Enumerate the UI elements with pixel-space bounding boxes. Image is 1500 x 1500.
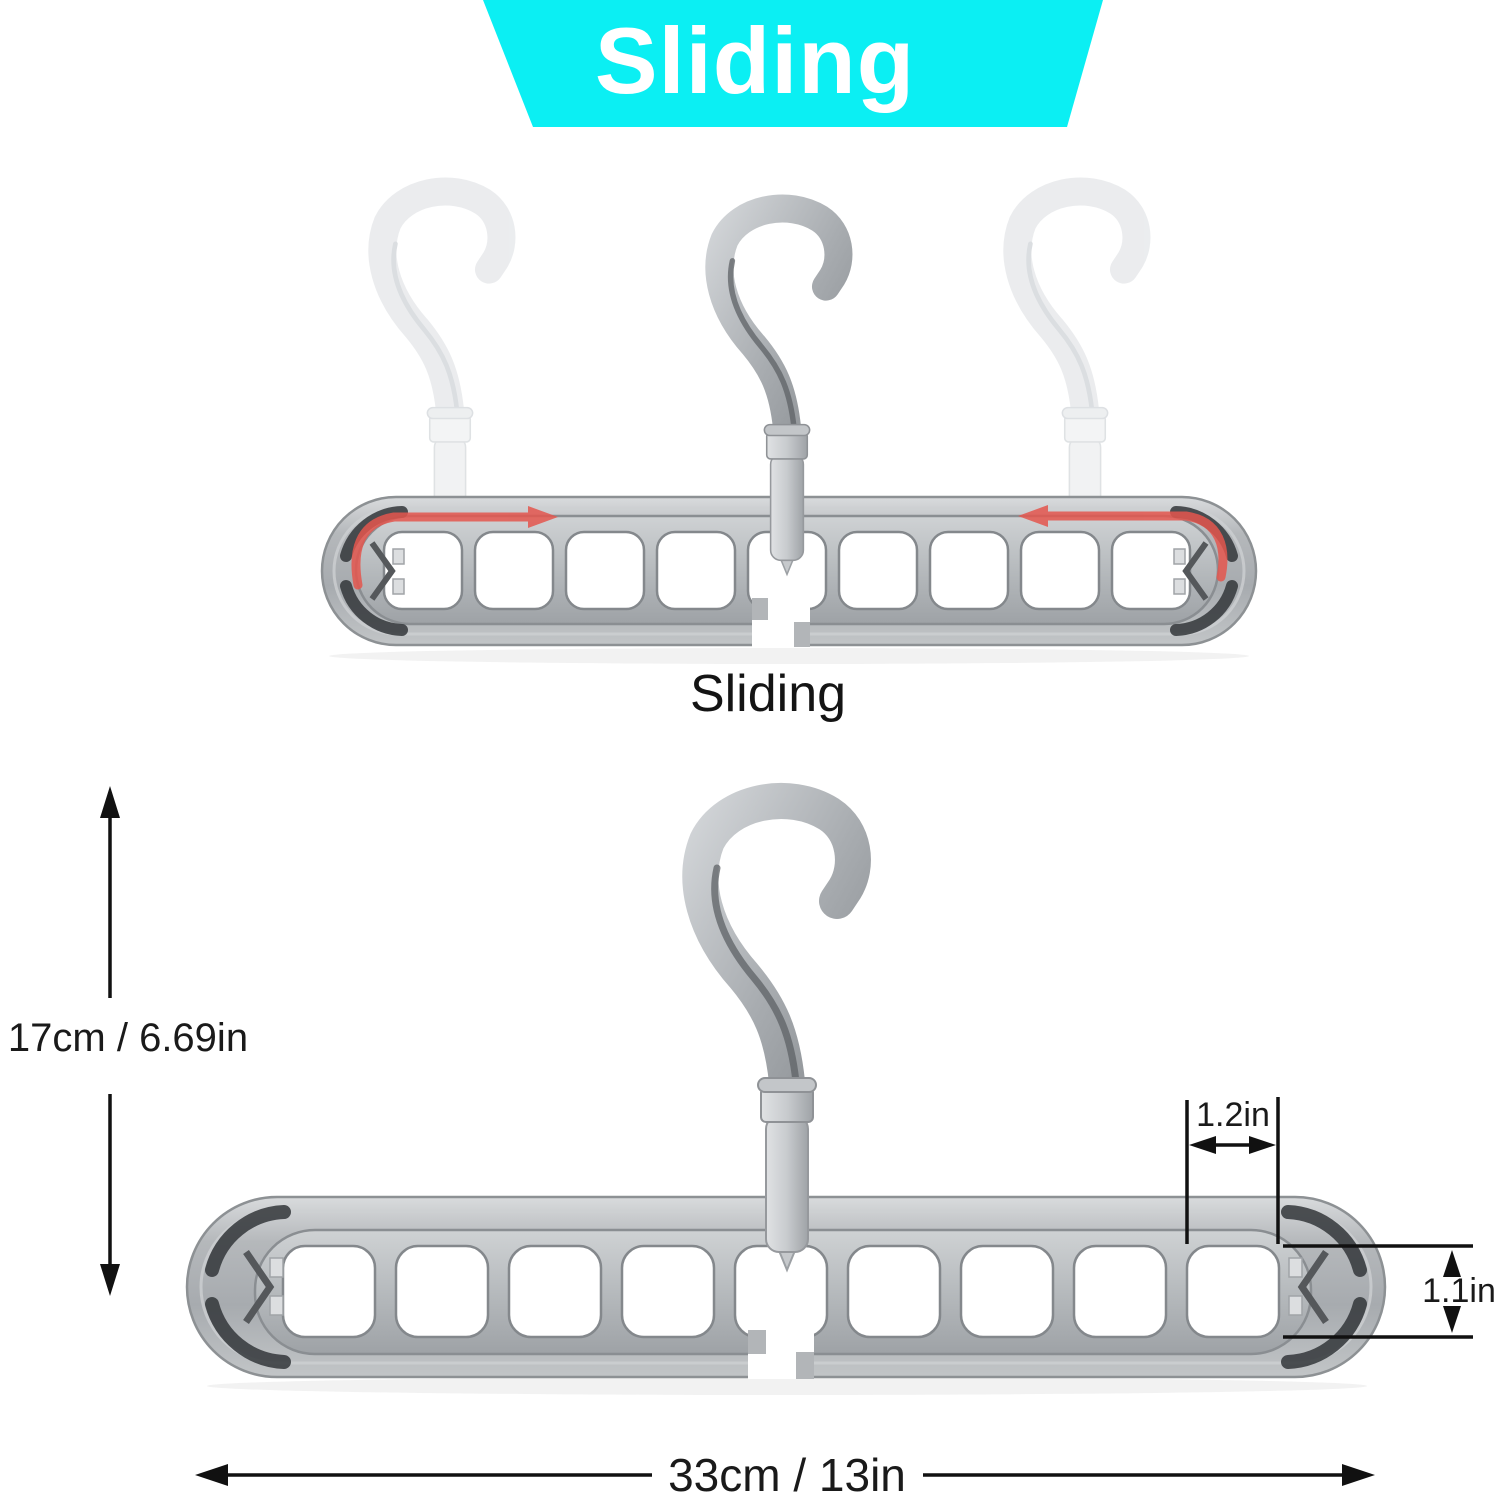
hanger-hole xyxy=(928,530,1010,611)
cap-tab xyxy=(1288,1295,1303,1316)
cap-tab xyxy=(1173,548,1186,565)
hanger-hole xyxy=(564,530,646,611)
slide-arrows xyxy=(351,505,1228,590)
hanger-hole xyxy=(507,1244,603,1339)
dim-hole-height-label: 1.1in xyxy=(1422,1272,1496,1310)
hook-curve xyxy=(682,783,871,1100)
cap-crescent xyxy=(1281,1297,1367,1369)
cap-chevron xyxy=(369,541,396,601)
dim-width-label: 33cm / 13in xyxy=(668,1449,906,1500)
hanger-hole xyxy=(473,530,555,611)
hook-collar-ring xyxy=(1061,406,1109,420)
hanger-hole xyxy=(1072,1244,1168,1339)
hanger-hole xyxy=(1185,1244,1281,1339)
cap-crescent xyxy=(340,580,408,636)
dim-arrowhead-right xyxy=(1249,1136,1276,1154)
hook-stem xyxy=(765,1115,809,1253)
bottom-hanger xyxy=(185,783,1387,1395)
cap-chevron xyxy=(243,1250,275,1324)
center-hook xyxy=(705,194,853,577)
slide-arrowhead-left xyxy=(1018,505,1048,527)
top-illustration-caption: Sliding xyxy=(689,665,847,723)
hook-collar-ring xyxy=(757,1077,817,1093)
cap-crescent xyxy=(205,1205,291,1277)
hook-collar xyxy=(428,414,472,443)
dim-hole-width-label: 1.2in xyxy=(1196,1096,1270,1134)
ghost-hook-left xyxy=(368,177,516,549)
bar-shadow xyxy=(329,648,1249,664)
dim-arrowhead-up xyxy=(1443,1250,1461,1277)
hook-collar xyxy=(1063,414,1107,443)
hanger-hole xyxy=(1019,530,1101,611)
dim-arrowhead-right xyxy=(1342,1464,1375,1486)
joint-step xyxy=(752,598,768,620)
hanger-hole xyxy=(837,530,919,611)
cap-crescent xyxy=(1170,580,1238,636)
hanger-hole xyxy=(1110,530,1192,611)
joint-step xyxy=(794,622,810,647)
hook-inner-line xyxy=(391,241,460,414)
top-bar xyxy=(320,495,1258,647)
cap-tab xyxy=(1173,578,1186,595)
hanger-hole xyxy=(959,1244,1055,1339)
dim-arrowhead-left xyxy=(1189,1136,1216,1154)
hook-stem xyxy=(769,453,805,562)
hanger-hole xyxy=(655,530,737,611)
hook-inner-line xyxy=(711,864,800,1086)
joint-step xyxy=(748,1330,766,1354)
cap-chevron xyxy=(1297,1250,1329,1324)
hanger-hole xyxy=(382,530,464,611)
hook-collar-ring xyxy=(426,406,474,420)
hook-curve xyxy=(705,194,853,442)
cap-tab xyxy=(392,578,405,595)
dim-arrowhead-up xyxy=(100,786,120,818)
hanger-hole xyxy=(733,1244,829,1339)
bottom-bar xyxy=(185,1195,1387,1379)
hanger-hole xyxy=(620,1244,716,1339)
slide-arrowhead-right xyxy=(528,506,558,528)
hook-inner-line xyxy=(1026,241,1095,414)
hook-collar xyxy=(765,431,809,460)
hook-curve xyxy=(368,177,516,425)
hanger-hole xyxy=(281,1244,377,1339)
dim-height-label: 17cm / 6.69in xyxy=(7,1016,249,1060)
banner-ribbon: Sliding xyxy=(483,0,1103,127)
dim-arrowhead-down xyxy=(100,1264,120,1296)
cap-chevron xyxy=(1182,541,1209,601)
hanger-hole xyxy=(846,1244,942,1339)
hook-collar-ring xyxy=(763,423,811,437)
dim-arrowhead-left xyxy=(195,1464,228,1486)
cap-crescent xyxy=(1281,1205,1367,1277)
cap-tab xyxy=(1288,1257,1303,1278)
joint-step xyxy=(796,1352,814,1379)
cap-crescent xyxy=(205,1297,291,1369)
top-hanger xyxy=(320,177,1258,664)
cap-tab xyxy=(269,1257,284,1278)
slide-arrow-right xyxy=(1041,511,1228,582)
hook-collar xyxy=(760,1087,814,1123)
hook-curve xyxy=(1003,177,1151,425)
dim-arrowhead-down xyxy=(1443,1306,1461,1333)
main-hook xyxy=(682,783,871,1273)
dimension-annotations xyxy=(100,786,1473,1486)
banner-title: Sliding xyxy=(594,7,916,113)
ghost-hook-right xyxy=(1003,177,1151,549)
hanger-hole xyxy=(394,1244,490,1339)
hook-inner-line xyxy=(727,258,797,431)
bar-shadow xyxy=(207,1377,1367,1395)
slide-arrow-left xyxy=(351,512,535,590)
cap-tab xyxy=(392,548,405,565)
cap-tab xyxy=(269,1295,284,1316)
